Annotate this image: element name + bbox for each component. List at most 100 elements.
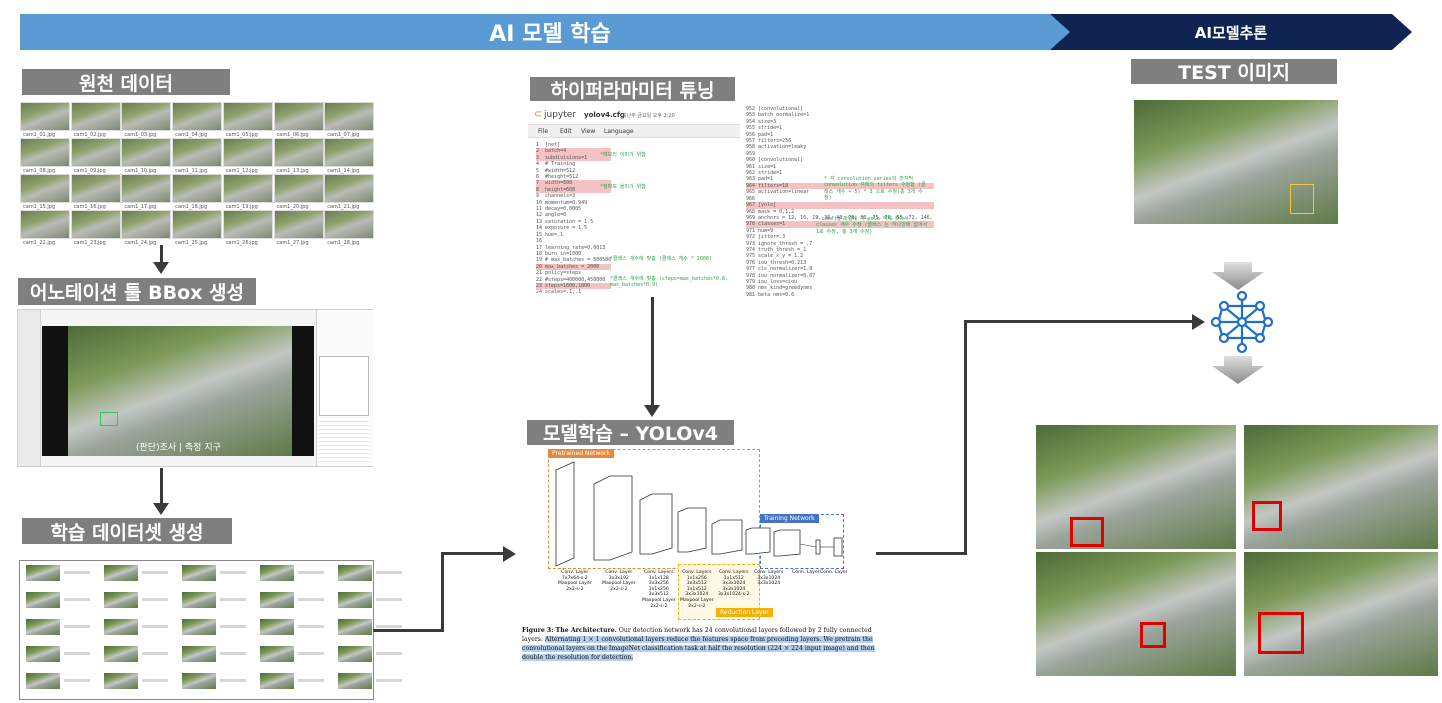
raw-data-thumbnail: cam1_14.jpg [324,138,374,167]
annotation-tool-screenshot: (판단)조사 | 측정 지구 [17,309,373,467]
dataset-image-thumbnail [104,565,138,581]
dataset-label-file [64,652,90,655]
label-dialog [319,356,369,416]
figure-caption: Figure 3: The Architecture. Our detectio… [522,626,878,662]
conv-layer-block [746,528,770,554]
detection-box [1070,517,1104,547]
dataset-image-thumbnail [260,565,294,581]
highway-image [68,326,292,456]
dataset-image-thumbnail [260,592,294,608]
label-hyperparameter-tuning: 하이퍼라마미터 튜닝 [530,77,735,101]
jupyter-filename: yolov4.cfg [584,111,625,119]
layer-caption: Conv. Layer 3x3x192 Maxpool Layer 2x2-s-… [602,570,636,592]
dataset-label-file [298,625,324,628]
dataset-image-thumbnail [260,646,294,662]
code-line: 981 beta_nms=0.6 [746,292,934,296]
raw-data-thumbnail: cam1_22.jpg [20,210,70,239]
dataset-label-file [142,679,168,682]
raw-data-thumbnail: cam1_21.jpg [324,174,374,203]
raw-data-thumbnail: cam1_28.jpg [324,210,374,239]
dataset-screenshot [19,560,374,700]
menu-edit[interactable]: Edit [560,128,572,135]
raw-data-thumbnail: cam1_17.jpg [121,174,171,203]
raw-data-thumbnail: cam1_27.jpg [274,210,324,239]
dataset-label-file [220,571,246,574]
raw-data-thumbnail: cam1_19.jpg [223,174,273,203]
raw-data-thumbnail: cam1_15.jpg [20,174,70,203]
annotation-toolbar [18,310,41,466]
dataset-image-thumbnail [26,673,60,689]
raw-data-thumbnail: cam1_23.jpg [71,210,121,239]
arrow-right-icon [1192,314,1205,330]
raw-data-thumbnail: cam1_20.jpg [274,174,324,203]
layer-captions: Conv. Layer 7x7x64-s-2 Maxpool Layer 2x2… [558,570,848,620]
dataset-image-thumbnail [338,592,372,608]
dataset-image-thumbnail [260,673,294,689]
test-image [1134,100,1338,224]
arrow-shaft [651,297,654,407]
gray-arrow-down-icon [1210,262,1266,290]
gray-arrow-down-icon [1210,356,1266,384]
detection-result-1 [1036,425,1236,549]
dataset-label-file [142,571,168,574]
dataset-image-thumbnail [104,592,138,608]
dataset-image-thumbnail [338,619,372,635]
dataset-label-file [142,652,168,655]
menu-file[interactable]: File [538,128,548,135]
raw-data-thumbnail: cam1_02.jpg [71,102,121,131]
dataset-label-file [298,571,324,574]
layer-caption: Conn. Layer [820,570,848,576]
arrow-shaft [160,468,163,506]
connector-line [964,320,967,555]
dataset-image-thumbnail [26,646,60,662]
raw-data-thumbnail: cam1_01.jpg [20,102,70,131]
jupyter-logo-text: jupyter [544,110,576,120]
input-layer-block [556,462,574,566]
label-model-training: 모델학습 – YOLOv4 [527,420,734,445]
cfg-note-classes: * config 파일에 각 yolo 객체 찾아서 classes 개수 수정… [816,216,930,235]
banner-train-title: AI 모델 학습 [489,16,611,48]
raw-data-thumbnail: cam1_13.jpg [274,138,324,167]
layer-blocks-diagram [548,458,848,568]
jupyter-logo-icon: ⊂ [534,109,542,120]
dataset-label-file [220,652,246,655]
banner-infer-title: AI모델추론 [1195,22,1267,43]
arrow-down-icon [153,503,169,515]
layer-caption: Conv. Layers 1x1x128 3x3x256 1x1x256 3x3… [642,570,676,609]
fc-layer-block [816,540,820,554]
figure-caption-title: Figure 3: The Architecture. [522,627,617,634]
thumbnail-filename: cam1_24.jpg [124,240,156,246]
bbox-annotation [100,412,118,426]
raw-data-thumbnail: cam1_03.jpg [121,102,171,131]
detection-box [1140,622,1166,648]
arrow-down-icon [153,262,169,274]
dataset-label-file [64,598,90,601]
dataset-label-file [142,625,168,628]
code-line: 22 #steps=400000,450000 [536,277,611,283]
dataset-label-file [220,598,246,601]
code-line: 24 scales=.1,.1 [536,289,611,295]
dataset-label-file [64,625,90,628]
raw-data-thumbnail: cam1_08.jpg [20,138,70,167]
dataset-image-thumbnail [104,673,138,689]
cfg-note-batches: *클래스 개수에 맞춤 (클래스 개수 * 2000) [610,256,730,262]
raw-data-thumbnail: cam1_04.jpg [172,102,222,131]
layer-caption: Conn. Layer [792,570,820,576]
banner-ai-training: AI 모델 학습 [20,14,1080,50]
dataset-label-file [220,625,246,628]
dataset-image-thumbnail [26,619,60,635]
dataset-label-file [298,652,324,655]
connector-line [373,629,443,632]
connector-line [964,320,1194,323]
menu-view[interactable]: View [581,128,595,135]
code-line: 19 # max_batches = 500500 [536,257,611,263]
conv-layer-block [594,476,632,560]
dataset-image-thumbnail [182,592,216,608]
dataset-label-file [64,571,90,574]
dataset-image-thumbnail [182,673,216,689]
figure-caption-highlight: Alternating 1 × 1 convolutional layers r… [522,636,875,661]
raw-data-thumbnail: cam1_24.jpg [121,210,171,239]
raw-data-thumbnail: cam1_25.jpg [172,210,222,239]
menu-language[interactable]: Language [604,128,634,135]
conv-layer-block [640,494,672,554]
